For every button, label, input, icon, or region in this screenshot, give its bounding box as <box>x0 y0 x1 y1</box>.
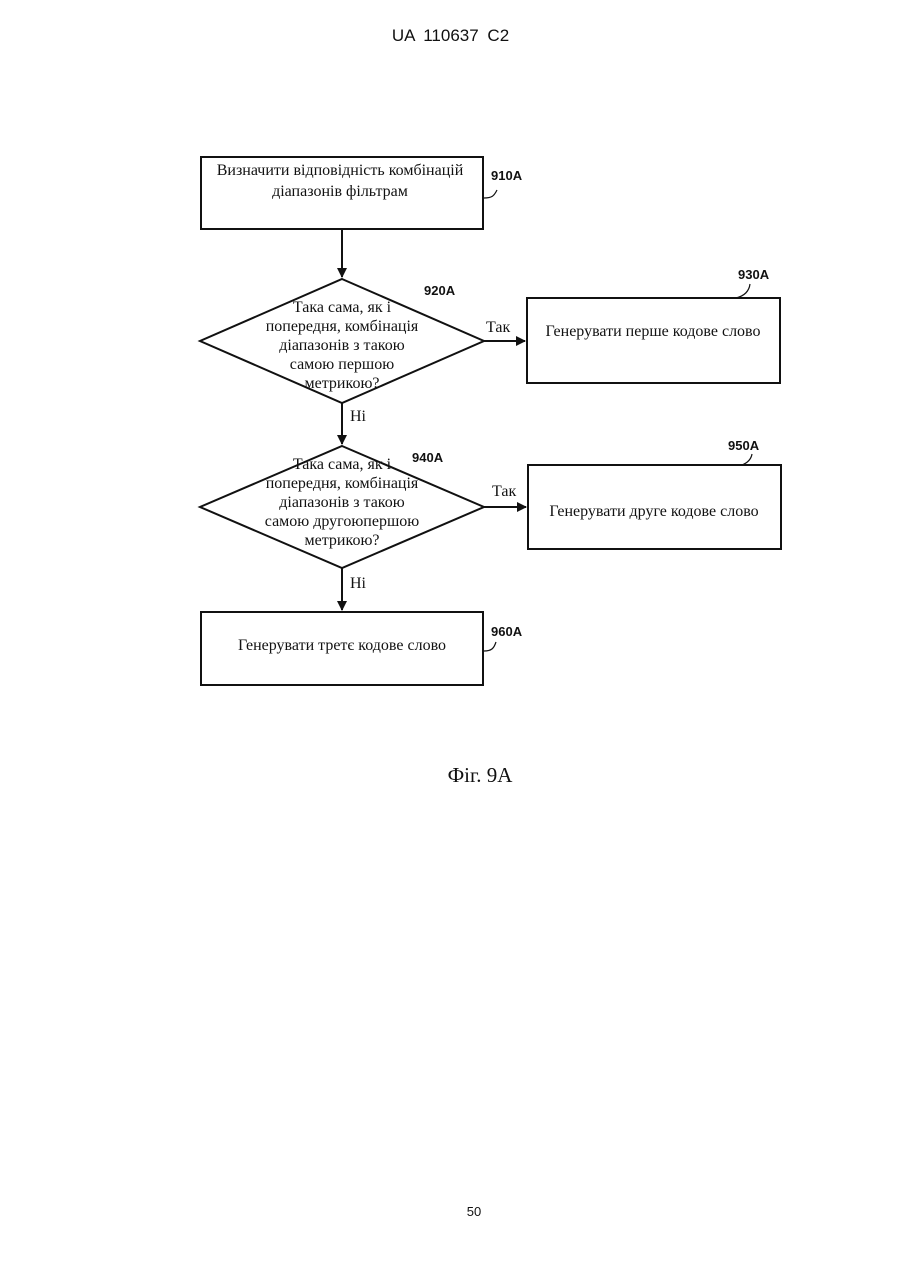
node-910a-leader <box>484 190 497 198</box>
node-940a-line-2: попередня, комбінація <box>266 475 419 492</box>
node-920a: Така сама, як і попередня, комбінація ді… <box>200 279 484 403</box>
node-930a-leader <box>736 284 750 298</box>
node-910a-ref: 910A <box>491 168 523 183</box>
node-910a-line-2: діапазонів фільтрам <box>272 183 408 200</box>
edge-920-940-label: Ні <box>350 408 367 425</box>
node-920a-line-4: самою першою <box>290 356 394 373</box>
node-950a-leader <box>742 454 752 465</box>
page-number: 50 <box>0 1204 901 1219</box>
node-940a-line-1: Така сама, як і <box>293 456 392 473</box>
node-960a-leader <box>484 642 496 651</box>
node-920a-line-3: діапазонів з такою <box>279 337 405 354</box>
node-920a-line-1: Така сама, як і <box>293 299 392 316</box>
edge-920-930-label: Так <box>486 319 510 336</box>
edge-940-960-label: Ні <box>350 575 367 592</box>
node-920a-line-2: попередня, комбінація <box>266 318 419 335</box>
node-940a-line-3: діапазонів з такою <box>279 494 405 511</box>
node-940a-line-4: самою другоюпершою <box>265 513 420 530</box>
figure-caption: Фіг. 9А <box>0 763 901 788</box>
node-940a-line-5: метрикою? <box>305 532 380 549</box>
node-920a-ref: 920A <box>424 283 456 298</box>
node-910a-line-1: Визначити відповідність комбінацій <box>217 162 464 179</box>
node-920a-line-5: метрикою? <box>305 375 380 392</box>
node-930a: Генерувати перше кодове слово 930A <box>527 267 780 383</box>
node-940a-ref: 940A <box>412 450 444 465</box>
node-950a-ref: 950A <box>728 438 760 453</box>
node-950a-line-1: Генерувати друге кодове слово <box>549 503 758 520</box>
node-960a: Генерувати третє кодове слово 960A <box>201 612 523 685</box>
node-930a-ref: 930A <box>738 267 770 282</box>
edge-940-950-label: Так <box>492 483 516 500</box>
node-940a: Така сама, як і попередня, комбінація ді… <box>200 446 484 568</box>
node-930a-line-1: Генерувати перше кодове слово <box>546 323 761 340</box>
node-960a-line-1: Генерувати третє кодове слово <box>238 637 446 654</box>
node-950a: Генерувати друге кодове слово 950A <box>528 438 781 549</box>
node-910a: Визначити відповідність комбінацій діапа… <box>201 157 523 229</box>
node-960a-ref: 960A <box>491 624 523 639</box>
